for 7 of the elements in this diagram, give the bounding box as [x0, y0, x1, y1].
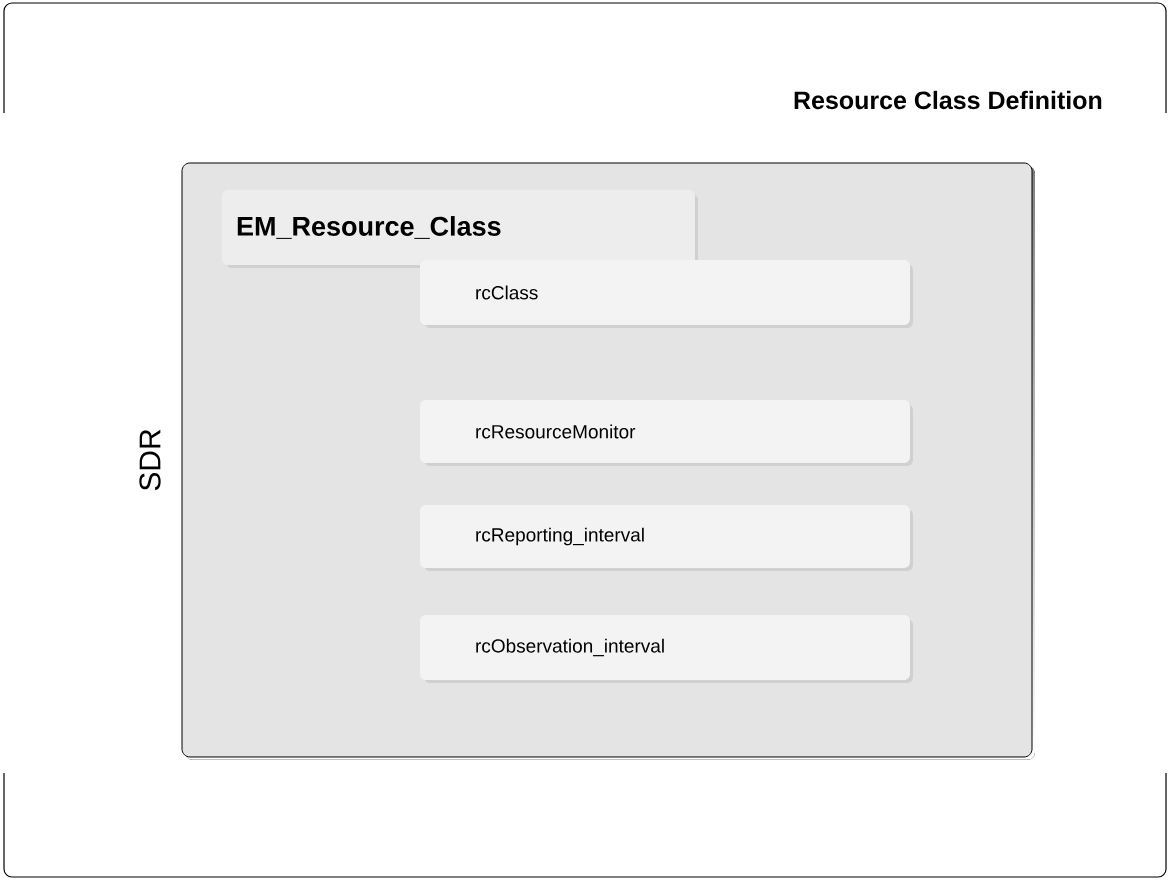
attribute-box: rcObservation_interval [420, 615, 913, 683]
attribute-box: rcClass [420, 260, 913, 328]
attribute-box: rcReporting_interval [420, 505, 913, 571]
node-label: SDR [139, 429, 161, 491]
attribute-box: rcResourceMonitor [420, 400, 913, 466]
title: Resource Class Definition [794, 90, 1102, 110]
header-box: EM_Resource_Class [222, 190, 698, 268]
